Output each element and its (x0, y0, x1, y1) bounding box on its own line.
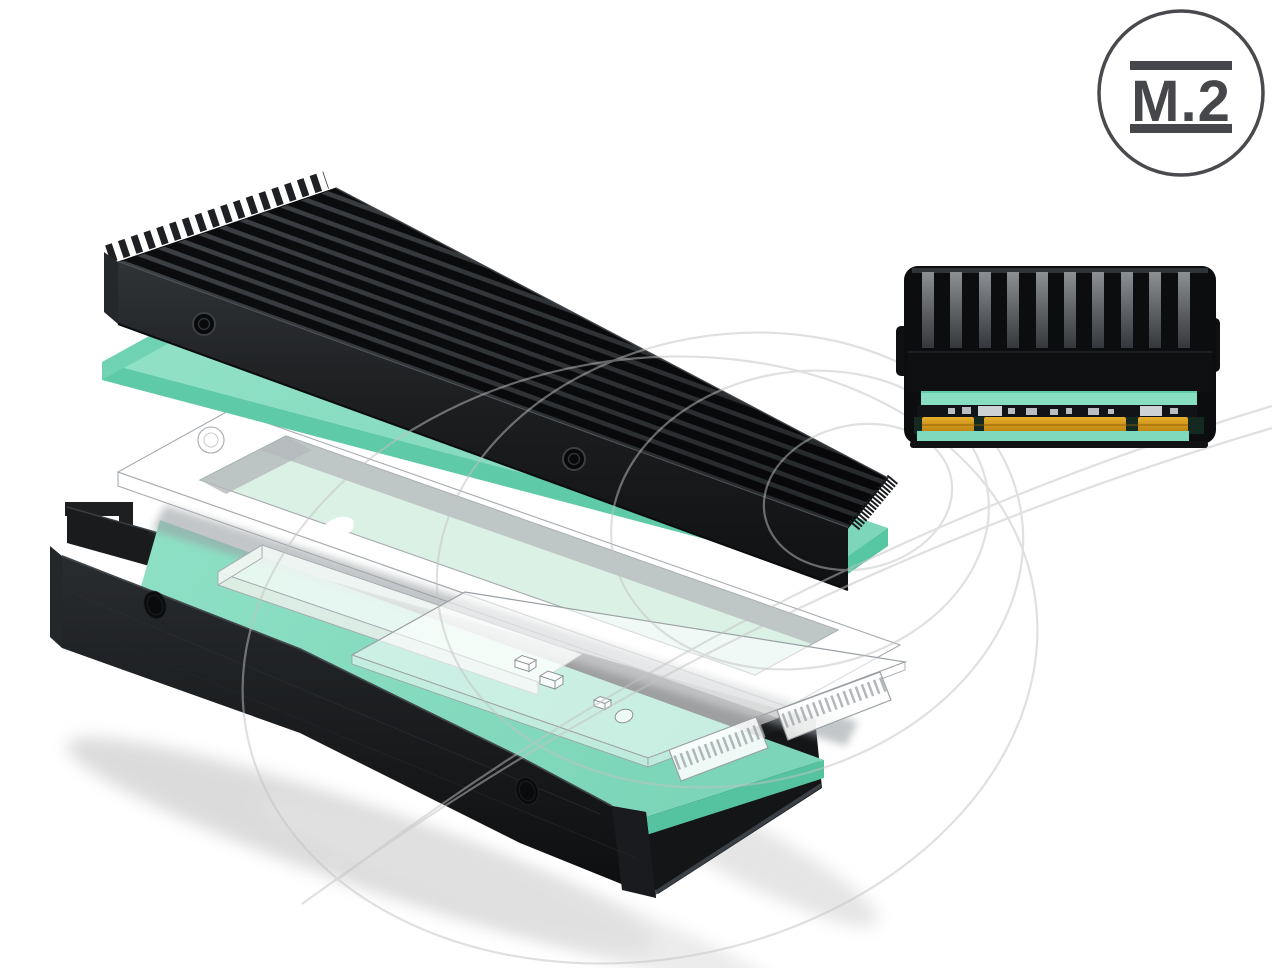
watermark-swirl (241, 331, 1273, 965)
heatsink-screw-hole-right (562, 447, 586, 471)
badge-label: M.2 (1131, 69, 1231, 134)
heatsink-left-comb (105, 171, 329, 263)
heatsink-screw-hole-left (192, 312, 216, 336)
module-pad-strip-top (921, 391, 1197, 406)
module-bottom-rim (910, 441, 1208, 448)
heatsink-base (118, 262, 848, 590)
heatsink-left-end (104, 252, 118, 324)
cover-bottom-lip (653, 784, 822, 895)
module-pcb (917, 405, 1197, 419)
module-pad-strip-bottom (917, 431, 1189, 443)
cover-screw-hole-left (143, 590, 167, 620)
ssd-connector-fingers (668, 671, 892, 782)
module-connector-gold (914, 417, 1204, 434)
frame-pocket-left-wall (200, 436, 312, 494)
frame-notch (197, 426, 225, 454)
frame-pocket-back-wall (260, 436, 838, 644)
finned-heatsink-top (104, 171, 899, 591)
bottom-cover-front (50, 546, 656, 898)
cover-screw-hole-right (515, 776, 539, 806)
assembled-module-front (896, 266, 1220, 448)
m2-ssd-outline (350, 591, 908, 782)
cover-left-end (50, 546, 62, 648)
m2-badge: M.2 (1097, 9, 1265, 177)
badge-ring (1097, 9, 1265, 177)
badge-bottom-bar (1130, 124, 1232, 133)
ssd-components (513, 654, 634, 724)
frame-oval-hole (321, 516, 355, 540)
cover-top-highlight (61, 555, 613, 807)
module-band (908, 350, 1212, 392)
heatsink-right-comb (848, 474, 899, 531)
badge-top-bar (1130, 61, 1232, 70)
